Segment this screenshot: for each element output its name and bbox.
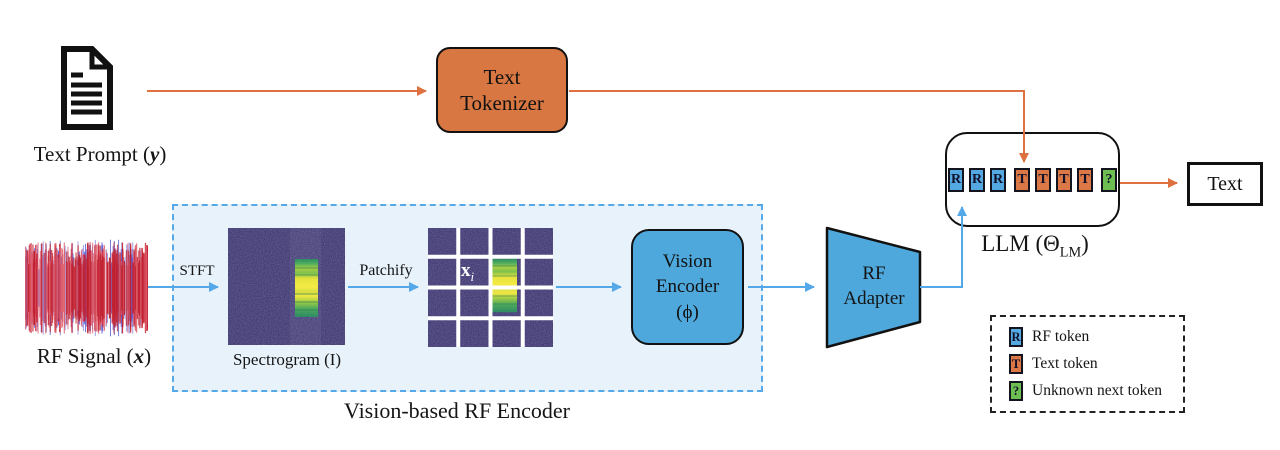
vision-rf-encoder-title: Vision-based RF Encoder xyxy=(344,398,570,423)
spectrogram-image xyxy=(228,228,345,345)
llm-token-text: T xyxy=(1056,167,1072,192)
legend-row-rf: R RF token xyxy=(1009,327,1173,347)
llm-token-rf: R xyxy=(948,167,964,192)
patchify-arrow-label: Patchify xyxy=(359,262,413,279)
llm-token-rf: R xyxy=(969,167,985,192)
rf-adapter-shape xyxy=(825,226,922,349)
legend-token-unknown: ? xyxy=(1009,381,1023,401)
text-tokenizer-box: Text Tokenizer xyxy=(436,47,568,133)
llm-token-text: T xyxy=(1014,167,1030,192)
output-text-box: Text xyxy=(1187,162,1263,206)
document-icon xyxy=(61,46,113,130)
vision-encoder-label-line2: Encoder xyxy=(655,276,720,298)
legend-label: RF token xyxy=(1032,328,1090,345)
legend-token-rf: R xyxy=(1009,327,1023,347)
legend-label: Text token xyxy=(1032,355,1098,372)
spectrogram-caption: Spectrogram (I) xyxy=(232,350,342,369)
legend-row-unknown: ? Unknown next token xyxy=(1009,381,1173,401)
text-prompt-label: Text Prompt (y) xyxy=(33,142,167,166)
legend-label: Unknown next token xyxy=(1032,382,1163,399)
vision-encoder-label-line1: Vision xyxy=(662,251,713,273)
vision-encoder-label-line3: (ϕ) xyxy=(676,301,699,323)
llm-token-text: T xyxy=(1077,167,1093,192)
patch-token-label: xi xyxy=(461,260,475,284)
legend-token-text: T xyxy=(1009,354,1023,374)
llm-token-unknown: ? xyxy=(1101,167,1117,192)
llm-caption: LLM (ΘLM) xyxy=(981,231,1089,261)
rf-signal-waveform xyxy=(25,239,148,337)
legend-row-text: T Text token xyxy=(1009,354,1173,374)
vision-encoder-box: Vision Encoder (ϕ) xyxy=(631,229,744,345)
llm-token-text: T xyxy=(1035,167,1051,192)
patchified-spectrogram xyxy=(428,228,553,347)
llm-token-rf: R xyxy=(990,167,1006,192)
text-tokenizer-label-line1: Text xyxy=(483,64,521,89)
output-text-label: Text xyxy=(1207,172,1243,195)
text-tokenizer-label-line2: Tokenizer xyxy=(460,91,544,115)
rf-adapter-label: RF Adapter xyxy=(843,263,905,310)
stft-arrow-label: STFT xyxy=(179,263,215,279)
rf-signal-label: RF Signal (x) xyxy=(36,344,152,368)
